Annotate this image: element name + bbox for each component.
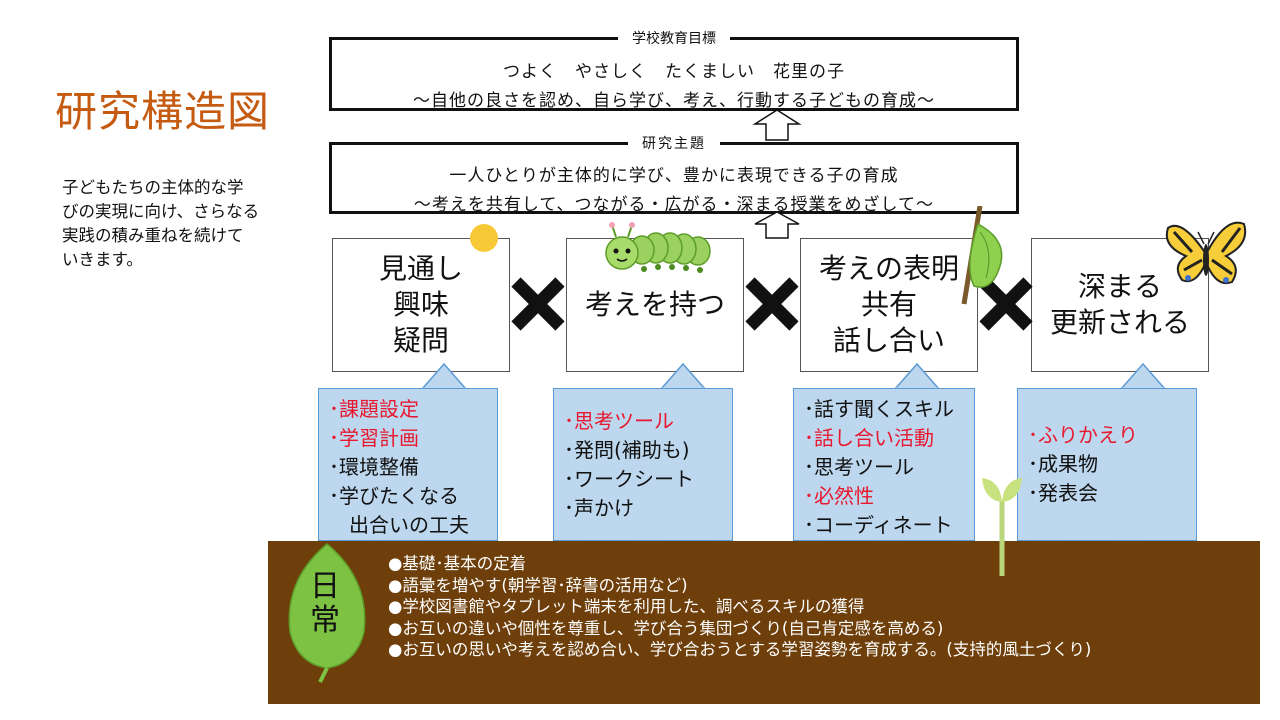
callout-pointer: [1119, 362, 1167, 390]
sun-icon: [470, 224, 498, 252]
callout-item: ･学習計画: [329, 426, 419, 450]
soil-background: [268, 541, 1260, 704]
cross-mark-icon: [511, 277, 565, 331]
daily-item: ●語彙を増やす(朝学習･辞書の活用など): [388, 575, 688, 595]
cross-mark-icon: [979, 277, 1033, 331]
daily-practices-list: ●基礎･基本の定着 ●語彙を増やす(朝学習･辞書の活用など) ●学校図書館やタブ…: [388, 553, 1091, 661]
up-arrow-icon: [754, 211, 800, 239]
stage-label: 見通し: [378, 252, 463, 285]
callout-stage-2: ･思考ツール ･発問(補助も) ･ワークシート ･声かけ: [553, 388, 733, 541]
stage-label: 考えの表明: [818, 252, 959, 285]
daily-item: ●お互いの思いや考えを認め合い、学び合おうとする学習姿勢を育成する。(支持的風土…: [388, 640, 1092, 659]
daily-label-char: 常: [310, 603, 340, 638]
research-theme-tag: 研究主題: [628, 133, 720, 153]
school-goal-line2: ～自他の良さを認め、自ら学び、考え、行動する子どもの育成～: [413, 91, 935, 111]
school-goal-line1: つよく やさしく たくましい 花里の子: [503, 62, 845, 82]
callout-stage-4: ･ふりかえり ･成果物 ･発表会: [1017, 388, 1197, 541]
callout-pointer: [893, 362, 941, 390]
research-theme-line1: 一人ひとりが主体的に学び、豊かに表現できる子の育成: [449, 166, 899, 186]
stage-label: 話し合い: [832, 324, 945, 357]
daily-label-char: 日: [310, 569, 340, 604]
callout-item: ･ふりかえり: [1028, 423, 1138, 447]
callout-pointer: [420, 362, 468, 390]
callout-item: ･環境整備: [329, 455, 419, 479]
daily-item: ●学校図書館やタブレット端末を利用した、調べるスキルの獲得: [388, 597, 865, 616]
daily-item: ●基礎･基本の定着: [388, 554, 527, 573]
leaf-icon: [288, 543, 366, 683]
stage-label: 考えを持つ: [584, 288, 725, 321]
butterfly-icon: [1165, 221, 1247, 284]
callout-item: ･思考ツール: [804, 455, 914, 479]
daily-item: ●お互いの違いや個性を尊重し、学び合う集団づくり(自己肯定感を高める): [388, 618, 944, 638]
callout-item: ･成果物: [1028, 452, 1098, 476]
stage-label: 疑問: [392, 324, 449, 357]
callout-stage-1: ･課題設定 ･学習計画 ･環境整備 ･学びたくなる 出合いの工夫: [318, 388, 498, 541]
callout-item: ･コーディネート: [804, 513, 953, 537]
page-title: 研究構造図: [55, 87, 271, 136]
caterpillar-icon: [605, 222, 711, 273]
intro-line: びの実現に向け、さらなる: [62, 202, 260, 221]
callout-item: ･思考ツール: [564, 409, 674, 433]
stage-label: 共有: [860, 288, 917, 321]
stage-label: 興味: [392, 288, 449, 321]
school-goal-tag: 学校教育目標: [618, 28, 730, 48]
daily-label: 日 常: [305, 570, 345, 638]
callout-stage-3: ･話す聞くスキル ･話し合い活動 ･思考ツール ･必然性 ･コーディネート: [793, 388, 975, 541]
callout-item: ･発問(補助も): [564, 438, 690, 462]
stage-label: 更新される: [1049, 306, 1190, 339]
callout-pointer: [659, 362, 707, 390]
cross-mark-icon: [745, 277, 799, 331]
callout-item: ･必然性: [804, 484, 874, 508]
callout-item: ･課題設定: [329, 397, 419, 421]
callout-item: ･発表会: [1028, 481, 1098, 505]
callout-item: ･学びたくなる: [329, 484, 459, 508]
up-arrow-icon: [752, 109, 802, 141]
school-goal-box: 学校教育目標 つよく やさしく たくましい 花里の子 ～自他の良さを認め、自ら学…: [329, 28, 1019, 111]
callout-item: ･話し合い活動: [804, 426, 934, 450]
research-theme-line2: ～考えを共有して、つながる・広がる・深まる授業をめざして～: [413, 195, 935, 215]
soil-edge: [268, 541, 1260, 550]
chrysalis-icon: [961, 206, 1003, 305]
callout-item: ･声かけ: [564, 496, 634, 520]
intro-text: 子どもたちの主体的な学 びの実現に向け、さらなる 実践の積み重ねを続けて いきま…: [62, 176, 282, 272]
stage-box-3: 考えの表明 共有 話し合い: [800, 238, 978, 372]
callout-item: ･ワークシート: [564, 467, 694, 491]
intro-line: 実践の積み重ねを続けて: [62, 226, 244, 245]
stage-label: 深まる: [1077, 270, 1162, 303]
intro-line: いきます。: [62, 250, 143, 269]
stage-box-1: 見通し 興味 疑問: [332, 238, 510, 372]
callout-item: 出合いの工夫: [329, 513, 469, 537]
research-theme-box: 研究主題 一人ひとりが主体的に学び、豊かに表現できる子の育成 ～考えを共有して、…: [329, 133, 1019, 215]
intro-line: 子どもたちの主体的な学: [62, 178, 244, 197]
stage-box-4: 深まる 更新される: [1031, 238, 1209, 372]
callout-item: ･話す聞くスキル: [804, 397, 954, 421]
sprout-icon: [982, 478, 1022, 576]
